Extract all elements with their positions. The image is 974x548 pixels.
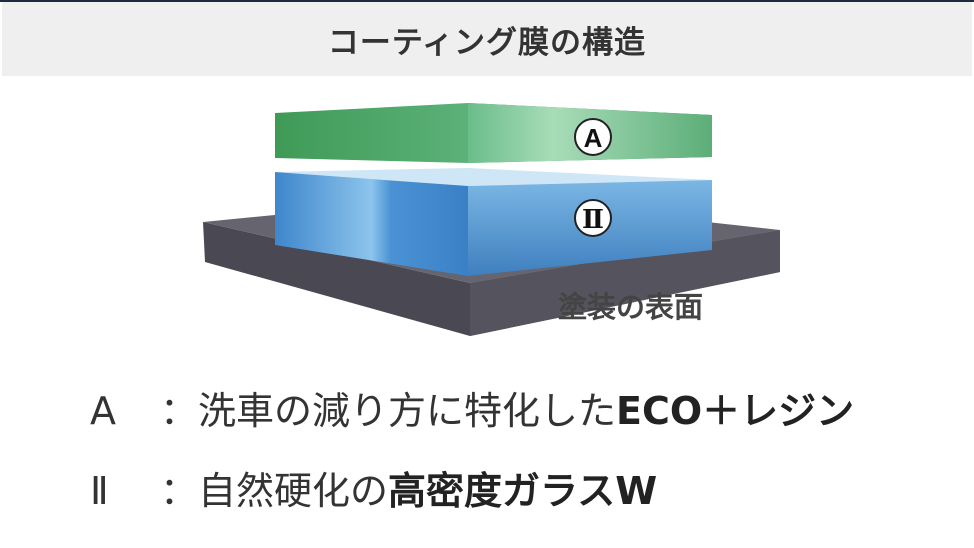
svg-text:Ⅱ: Ⅱ <box>582 205 604 235</box>
legend-product: 高密度ガラスW <box>388 469 658 513</box>
layer-a-resin <box>275 103 712 163</box>
layer-ii-badge: Ⅱ <box>574 199 612 237</box>
base-label: 塗装の表面 <box>558 290 703 324</box>
legend-text: 自然硬化の <box>198 469 389 513</box>
legend-item-a: A ：洗車の減り方に特化したECO＋レジン <box>90 380 854 435</box>
legend-text: 洗車の減り方に特化した <box>198 389 617 433</box>
legend-separator: ： <box>160 469 199 513</box>
legend-product: ECO＋レジン <box>616 389 855 433</box>
top-border <box>0 0 974 2</box>
section-header: コーティング膜の構造 <box>2 2 972 76</box>
page-title: コーティング膜の構造 <box>327 24 647 61</box>
legend-item-ii: Ⅱ ：自然硬化の高密度ガラスW <box>90 460 657 515</box>
legend-key: Ⅱ <box>90 469 109 513</box>
svg-text:A: A <box>584 123 603 153</box>
layer-a-badge: A <box>574 118 612 156</box>
legend-separator: ： <box>160 389 199 433</box>
legend-key: A <box>90 389 116 433</box>
